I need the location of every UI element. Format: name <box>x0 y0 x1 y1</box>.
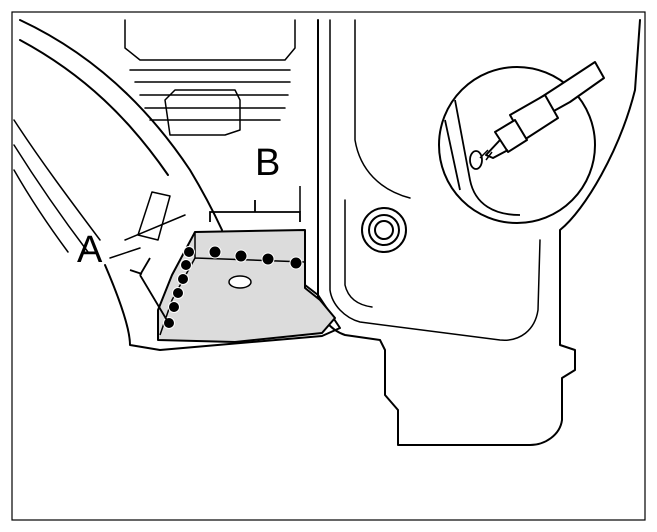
body-panel-inner <box>329 19 541 341</box>
upper-frame-rib <box>129 69 291 121</box>
weld-point-b-4 <box>289 256 303 270</box>
label-b-bracket <box>209 200 301 222</box>
body-panel-edge <box>344 19 411 308</box>
label-a: A <box>77 229 103 271</box>
weld-point-a-2 <box>180 259 192 271</box>
sill-panel <box>104 264 341 351</box>
label-a-bracket <box>129 257 169 323</box>
repair-panel-hole <box>228 275 252 289</box>
weld-point-a-3 <box>177 273 189 285</box>
grommet-outer <box>361 207 407 253</box>
weld-point-b-3 <box>261 252 275 266</box>
grommet-middle <box>368 214 400 246</box>
weld-point-a-6 <box>163 317 175 329</box>
weld-point-b-2 <box>234 249 248 263</box>
weld-point-a-1 <box>183 246 195 258</box>
weld-points-row-a <box>163 246 195 329</box>
wheel-arch-inner <box>19 39 169 176</box>
sill-panel-edge <box>109 214 186 259</box>
detail-hole <box>469 150 483 170</box>
weld-point-b-1 <box>208 245 222 259</box>
weld-point-a-5 <box>168 301 180 313</box>
grommet-inner <box>374 220 394 240</box>
sill-panel-slot <box>137 191 171 241</box>
weld-point-a-4 <box>172 287 184 299</box>
detail-inset <box>438 61 605 224</box>
label-b: B <box>255 142 280 184</box>
upper-bracket <box>164 89 241 136</box>
wheel-arch-lip <box>13 119 101 253</box>
wheel-arch-outer <box>19 19 223 231</box>
upper-frame-member <box>124 19 296 61</box>
drill-bit-icon <box>479 61 605 161</box>
weld-points-row-b <box>208 245 303 270</box>
